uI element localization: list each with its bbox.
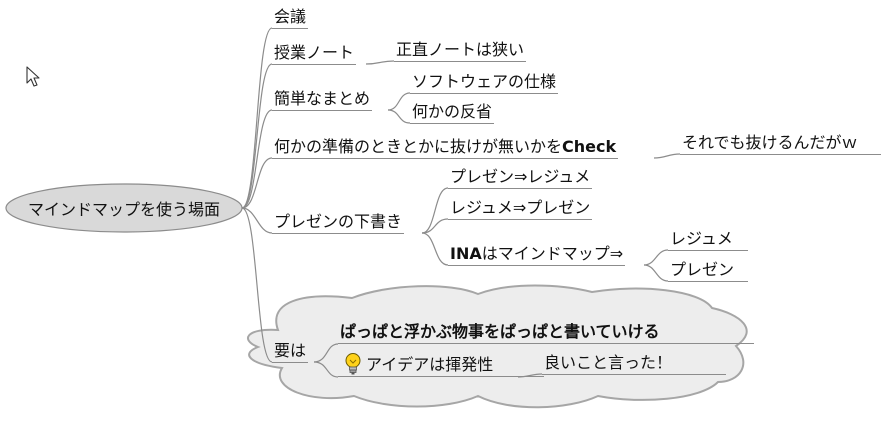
subtopic-ina-name: INA <box>450 244 482 263</box>
leaf-well-said[interactable]: 良いこと言った！ <box>542 353 726 375</box>
subtopic-presentation-to-resume[interactable]: プレゼン⇒レジュメ <box>448 167 593 189</box>
subtopic-ina-mindmap[interactable]: INAはマインドマップ⇒ <box>448 244 626 266</box>
subtopic-notes-narrow[interactable]: 正直ノートは狭い <box>394 40 527 62</box>
mouse-cursor-icon <box>26 66 40 87</box>
subtopic-still-missing[interactable]: それでも抜けるんだがｗ <box>680 133 881 155</box>
subtopic-write-ideas-quickly[interactable]: ぱっぱと浮かぶ物事をぱっぱと書いていける <box>338 322 754 344</box>
topic-presentation-draft[interactable]: プレゼンの下書き <box>272 212 405 234</box>
topic-preparation-check[interactable]: 何かの準備のときとかに抜けが無いかをCheck <box>272 137 619 159</box>
topic-class-notes[interactable]: 授業ノート <box>272 43 357 65</box>
subtopic-software-spec[interactable]: ソフトウェアの仕様 <box>410 72 559 94</box>
cloud-shape <box>247 284 748 409</box>
subtopic-ideas-volatile[interactable]: アイデアは揮発性 <box>338 355 544 377</box>
topic-in-short[interactable]: 要は <box>272 341 309 363</box>
leaf-presentation[interactable]: プレゼン <box>668 260 748 282</box>
topic-simple-summary[interactable]: 簡単なまとめ <box>272 89 373 111</box>
root-connectors <box>241 27 273 363</box>
topic-preparation-text: 何かの準備のときとかに抜けが無いかを <box>274 137 563 156</box>
subtopic-ina-rest: はマインドマップ⇒ <box>481 244 624 263</box>
subtopic-resume-to-presentation[interactable]: レジュメ⇒プレゼン <box>448 198 593 220</box>
lightbulb-icon <box>345 353 361 375</box>
subtopic-reflection[interactable]: 何かの反省 <box>410 102 495 124</box>
leaf-resume[interactable]: レジュメ <box>668 229 748 251</box>
root-topic[interactable]: マインドマップを使う場面 <box>27 200 220 219</box>
topic-meeting[interactable]: 会議 <box>272 7 309 29</box>
topic-preparation-check-emphasis: Check <box>562 137 617 156</box>
